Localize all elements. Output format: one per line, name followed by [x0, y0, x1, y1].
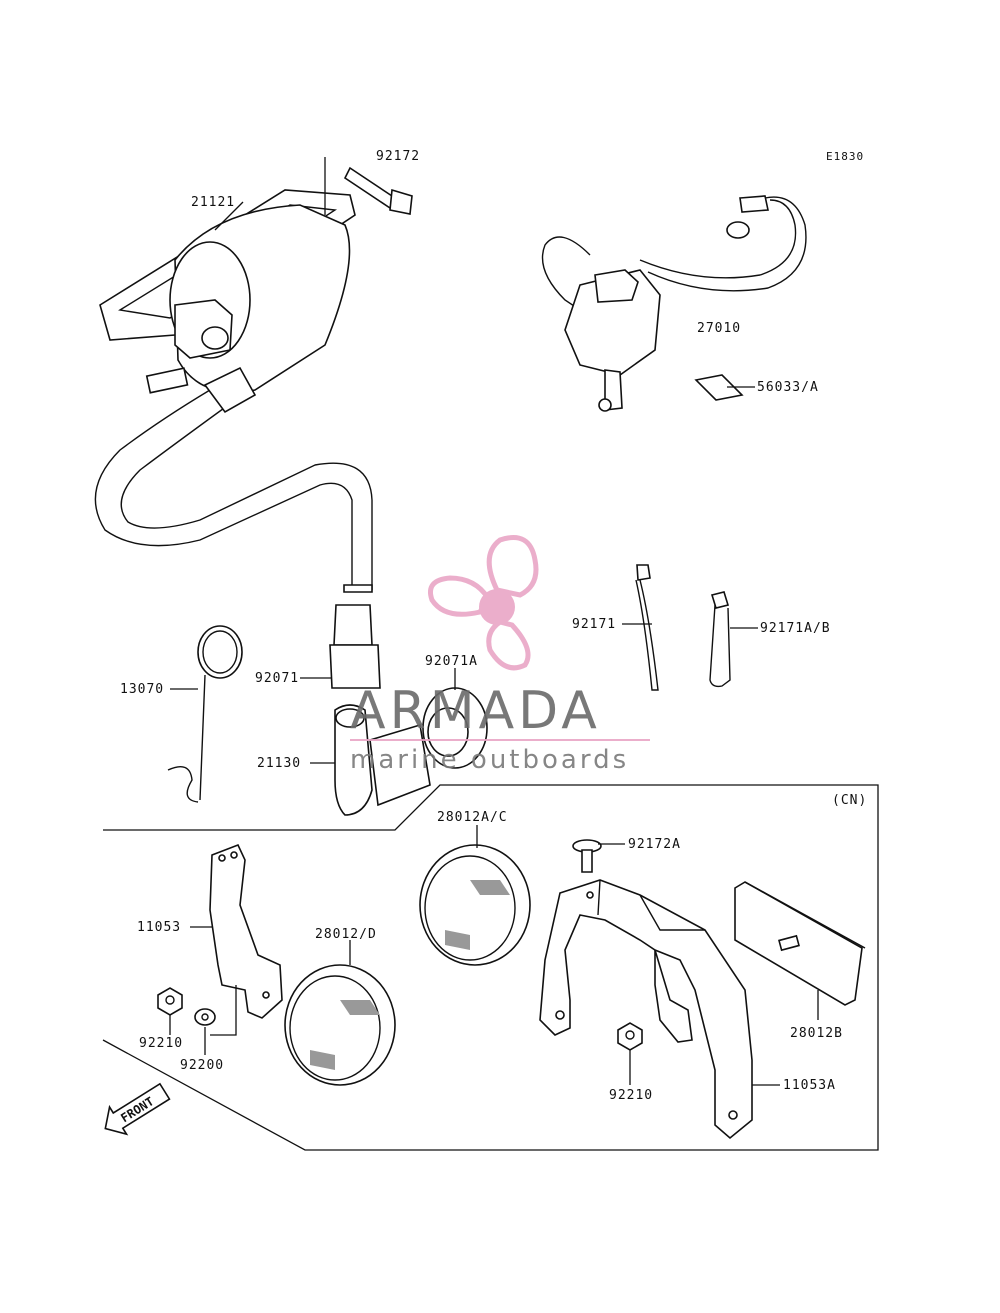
callout-92172: 92172 — [376, 149, 420, 164]
callout-11053A: 11053A — [783, 1078, 836, 1093]
cable-ties — [635, 564, 731, 691]
bracket-small — [209, 843, 283, 1019]
callout-92071: 92071 — [255, 671, 299, 686]
screw-92172A — [572, 839, 602, 873]
leader — [214, 201, 244, 231]
callout-92171: 92171 — [572, 617, 616, 632]
front-arrow: FRONT — [104, 1082, 171, 1136]
callout-92200: 92200 — [180, 1058, 224, 1073]
callout-92171AB: 92171A/B — [760, 621, 831, 636]
callout-56033A: 56033/A — [757, 380, 819, 395]
nut-92210-right — [617, 1022, 643, 1051]
stop-switch — [541, 195, 807, 412]
reflector-side — [284, 964, 396, 1086]
leader — [210, 985, 237, 1036]
callout-21121: 21121 — [191, 195, 235, 210]
callout-92210-right: 92210 — [609, 1088, 653, 1103]
spark-plug-cap — [329, 604, 488, 816]
watermark-tagline: marine outboards — [350, 745, 629, 775]
ring-clip — [167, 625, 243, 803]
reflector-rear — [734, 881, 866, 1006]
watermark-propeller-logo — [428, 535, 539, 671]
callout-92172A: 92172A — [628, 837, 681, 852]
callout-21130: 21130 — [257, 756, 301, 771]
diagram-code: E1830 — [826, 150, 864, 163]
callout-28012D: 28012/D — [315, 927, 377, 942]
watermark: ARMADA marine outboards — [350, 535, 650, 775]
callout-13070: 13070 — [120, 682, 164, 697]
callout-28012B: 28012B — [790, 1026, 843, 1041]
reflector-front — [419, 844, 531, 966]
callout-11053: 11053 — [137, 920, 181, 935]
callout-92210-left: 92210 — [139, 1036, 183, 1051]
bracket-large — [539, 879, 753, 1140]
watermark-brand: ARMADA — [350, 681, 601, 741]
region-tag: (CN) — [832, 793, 867, 808]
nut-92210-left — [157, 987, 183, 1016]
callout-27010: 27010 — [697, 321, 741, 336]
washer-92200 — [194, 1008, 216, 1026]
ignition-coil — [94, 166, 413, 593]
section-border — [102, 784, 879, 1151]
callout-28012AC: 28012A/C — [437, 810, 508, 825]
callout-92071A: 92071A — [425, 654, 478, 669]
